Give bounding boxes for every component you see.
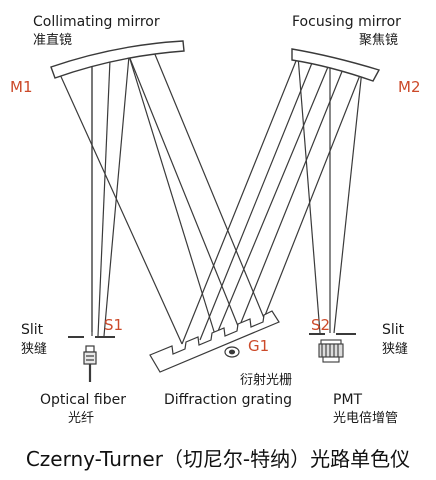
ray-m1-to-grating-c [153, 51, 265, 319]
collimating-mirror-label: Collimating mirror [33, 14, 160, 30]
grating-label: Diffraction grating [164, 392, 292, 408]
m1-label: M1 [10, 78, 33, 96]
s1-label: S1 [104, 316, 124, 334]
ray-grating-to-m2-a [181, 55, 299, 345]
focusing-mirror-label-zh: 聚焦镜 [359, 33, 399, 48]
light-rays [57, 51, 363, 345]
ray-grating-to-m2-b [199, 57, 315, 341]
ray-s1-to-m1-right [103, 55, 130, 337]
slit-right-label-zh: 狭缝 [382, 342, 409, 357]
ray-m1-to-grating-d [128, 55, 239, 327]
ray-grating-to-m2-e [263, 69, 363, 319]
optical-fiber-icon [83, 345, 97, 382]
collimating-mirror-label-zh: 准直镜 [33, 33, 73, 48]
ray-grating-to-m2-d [237, 63, 346, 331]
grating-mount-g1 [224, 346, 240, 358]
slit-right-label: Slit [382, 322, 405, 338]
ray-s1-to-m1-center [97, 59, 111, 337]
m2-label: M2 [398, 78, 421, 96]
diffraction-grating [149, 310, 280, 373]
ray-grating-to-m2-c [215, 61, 331, 337]
fiber-label-zh: 光纤 [68, 411, 95, 426]
slit-left-label-zh: 狭缝 [21, 342, 48, 357]
pmt-detector-icon [318, 339, 344, 363]
collimating-mirror [50, 40, 185, 79]
focusing-mirror-label: Focusing mirror [292, 14, 401, 30]
pmt-label-zh: 光电倍增管 [333, 411, 399, 426]
ray-m2-to-s2-c [333, 69, 363, 334]
slit-left-label: Slit [21, 322, 44, 338]
diagram-caption: Czerny-Turner（切尼尔-特纳）光路单色仪 [25, 447, 411, 471]
s2-label: S2 [311, 316, 331, 334]
g1-label: G1 [248, 337, 270, 355]
fiber-label: Optical fiber [40, 392, 126, 408]
ray-m1-to-grating-b [128, 55, 217, 339]
ray-m1-to-grating-a [57, 69, 183, 345]
focusing-mirror [291, 48, 381, 82]
pmt-label: PMT [333, 392, 363, 408]
grating-label-zh: 衍射光栅 [240, 373, 293, 388]
ray-m2-to-s2-a [297, 55, 321, 334]
